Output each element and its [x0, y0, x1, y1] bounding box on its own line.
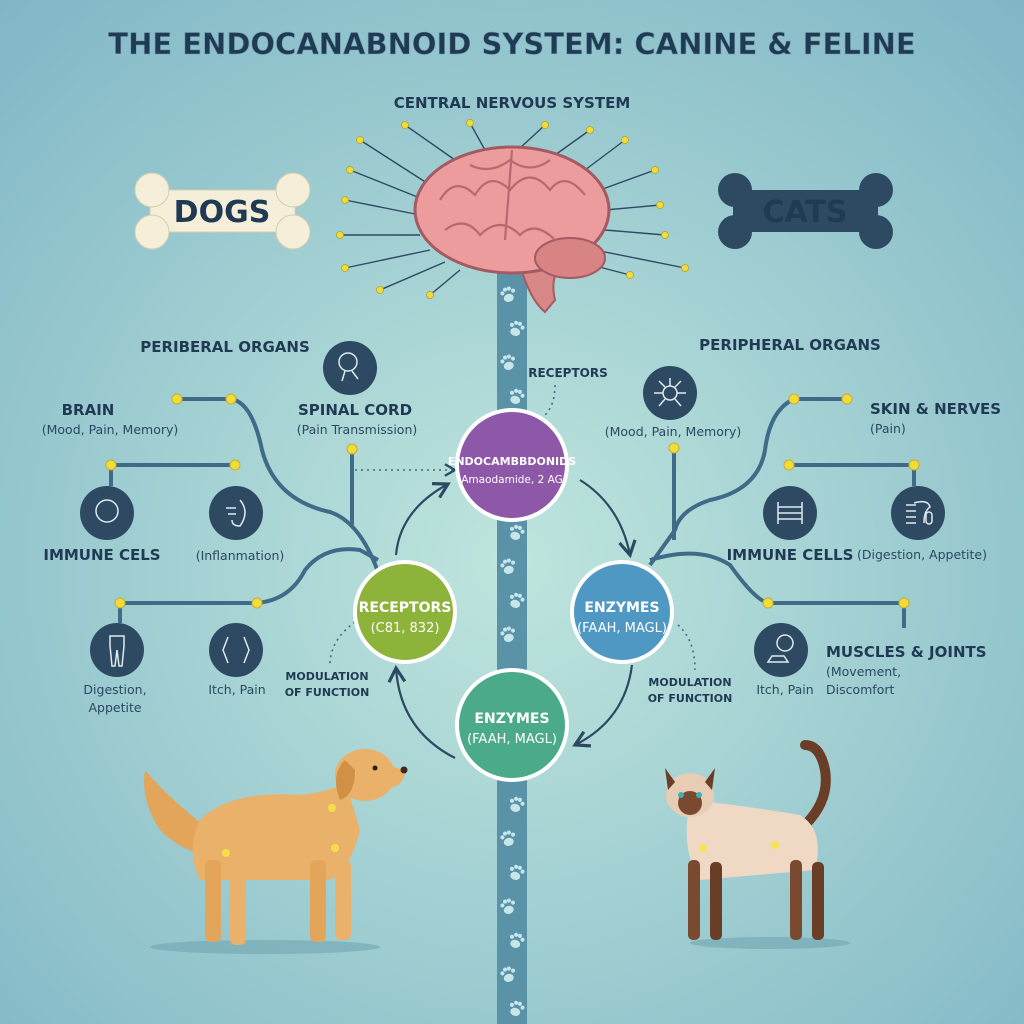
page-title: THE ENDOCANABNOID SYSTEM: CANINE & FELIN…	[108, 27, 915, 61]
dogs-immune-title: IMMUNE CELS	[43, 546, 160, 564]
immune-cell-icon	[80, 486, 134, 540]
dogs-itch-sub: Itch, Pain	[208, 682, 265, 697]
cat-illustration	[662, 740, 850, 949]
spinal-cord-icon	[323, 341, 377, 395]
arrow-bottom-to-receptors	[387, 664, 456, 759]
arrow-enzymes-to-bottom	[572, 664, 634, 748]
cats-immune-title: IMMUNE CELLS	[727, 546, 854, 564]
dogs-label: DOGS	[174, 195, 271, 230]
stomach-icon	[891, 486, 945, 540]
dogs-spinal-title: SPINAL CORD	[298, 401, 412, 419]
joint-icon	[209, 623, 263, 677]
brain-icon	[336, 119, 689, 314]
immune-rack-icon	[763, 486, 817, 540]
svg-text:ENZYMES: ENZYMES	[584, 600, 659, 616]
dogs-spinal-sub: (Pain Transmission)	[297, 422, 418, 437]
arrow-receptors-to-endo	[394, 482, 451, 556]
cats-muscles-title: MUSCLES & JOINTS	[826, 643, 987, 661]
svg-text:(FAAH, MAGL): (FAAH, MAGL)	[577, 621, 667, 636]
enzymes-right-node: ENZYMES (FAAH, MAGL)	[570, 560, 674, 664]
cats-skin-title: SKIN & NERVES	[870, 400, 1001, 418]
cats-section-title: PERIPHERAL ORGANS	[699, 336, 881, 354]
gut-icon	[209, 486, 263, 540]
neuron-icon	[643, 366, 697, 420]
dogs-badge: DOGS	[134, 172, 311, 250]
cats-muscles-sub-1: (Movement,	[826, 664, 901, 679]
cats-badge: CATS	[718, 173, 893, 249]
skin-icon	[754, 623, 808, 677]
dotted-link-receptors	[544, 384, 556, 416]
receptors-node: RECEPTORS (C81, 832)	[353, 560, 457, 664]
modulation-left-1: MODULATION	[285, 670, 368, 683]
svg-text:(Amaodamide, 2 AG): (Amaodamide, 2 AG)	[457, 474, 567, 486]
spinal-column	[497, 270, 527, 1024]
receptors-top-label: RECEPTORS	[528, 366, 608, 380]
cats-mood-sub: (Mood, Pain, Memory)	[605, 424, 742, 439]
svg-text:(FAAH, MAGL): (FAAH, MAGL)	[467, 732, 557, 747]
modulation-right-2: OF FUNCTION	[648, 692, 733, 705]
enzymes-bottom-node: ENZYMES (FAAH, MAGL)	[455, 668, 569, 782]
arrow-endo-to-enzymes	[579, 479, 637, 559]
svg-text:ENDOCAMBBDONIDS: ENDOCAMBBDONIDS	[448, 455, 576, 468]
dogs-brain-title: BRAIN	[62, 401, 115, 419]
svg-text:ENZYMES: ENZYMES	[474, 711, 549, 727]
connection-nodes	[105, 393, 920, 609]
dogs-section-title: PERIBERAL ORGANS	[140, 338, 310, 356]
dogs-digestion-sub-1: Digestion,	[83, 682, 146, 697]
cats-digestion-sub: (Digestion, Appetite)	[857, 547, 987, 562]
cats-skin-sub: (Pain)	[870, 421, 906, 436]
endocannabinoids-node: ENDOCAMBBDONIDS (Amaodamide, 2 AG)	[448, 408, 576, 522]
modulation-right-1: MODULATION	[648, 676, 731, 689]
body-icon	[90, 623, 144, 677]
cats-itch-sub: Itch, Pain	[756, 682, 813, 697]
cats-label: CATS	[763, 195, 848, 230]
svg-text:(C81, 832): (C81, 832)	[371, 621, 440, 636]
svg-text:RECEPTORS: RECEPTORS	[359, 600, 452, 616]
dog-illustration	[144, 749, 408, 954]
dogs-inflammation-sub: (Inflanmation)	[196, 548, 285, 563]
dogs-brain-sub: (Mood, Pain, Memory)	[42, 422, 179, 437]
modulation-left-2: OF FUNCTION	[285, 686, 370, 699]
cats-muscles-sub-2: Discomfort	[826, 682, 894, 697]
dogs-digestion-sub-2: Appetite	[88, 700, 141, 715]
cns-label: CENTRAL NERVOUS SYSTEM	[394, 94, 631, 112]
